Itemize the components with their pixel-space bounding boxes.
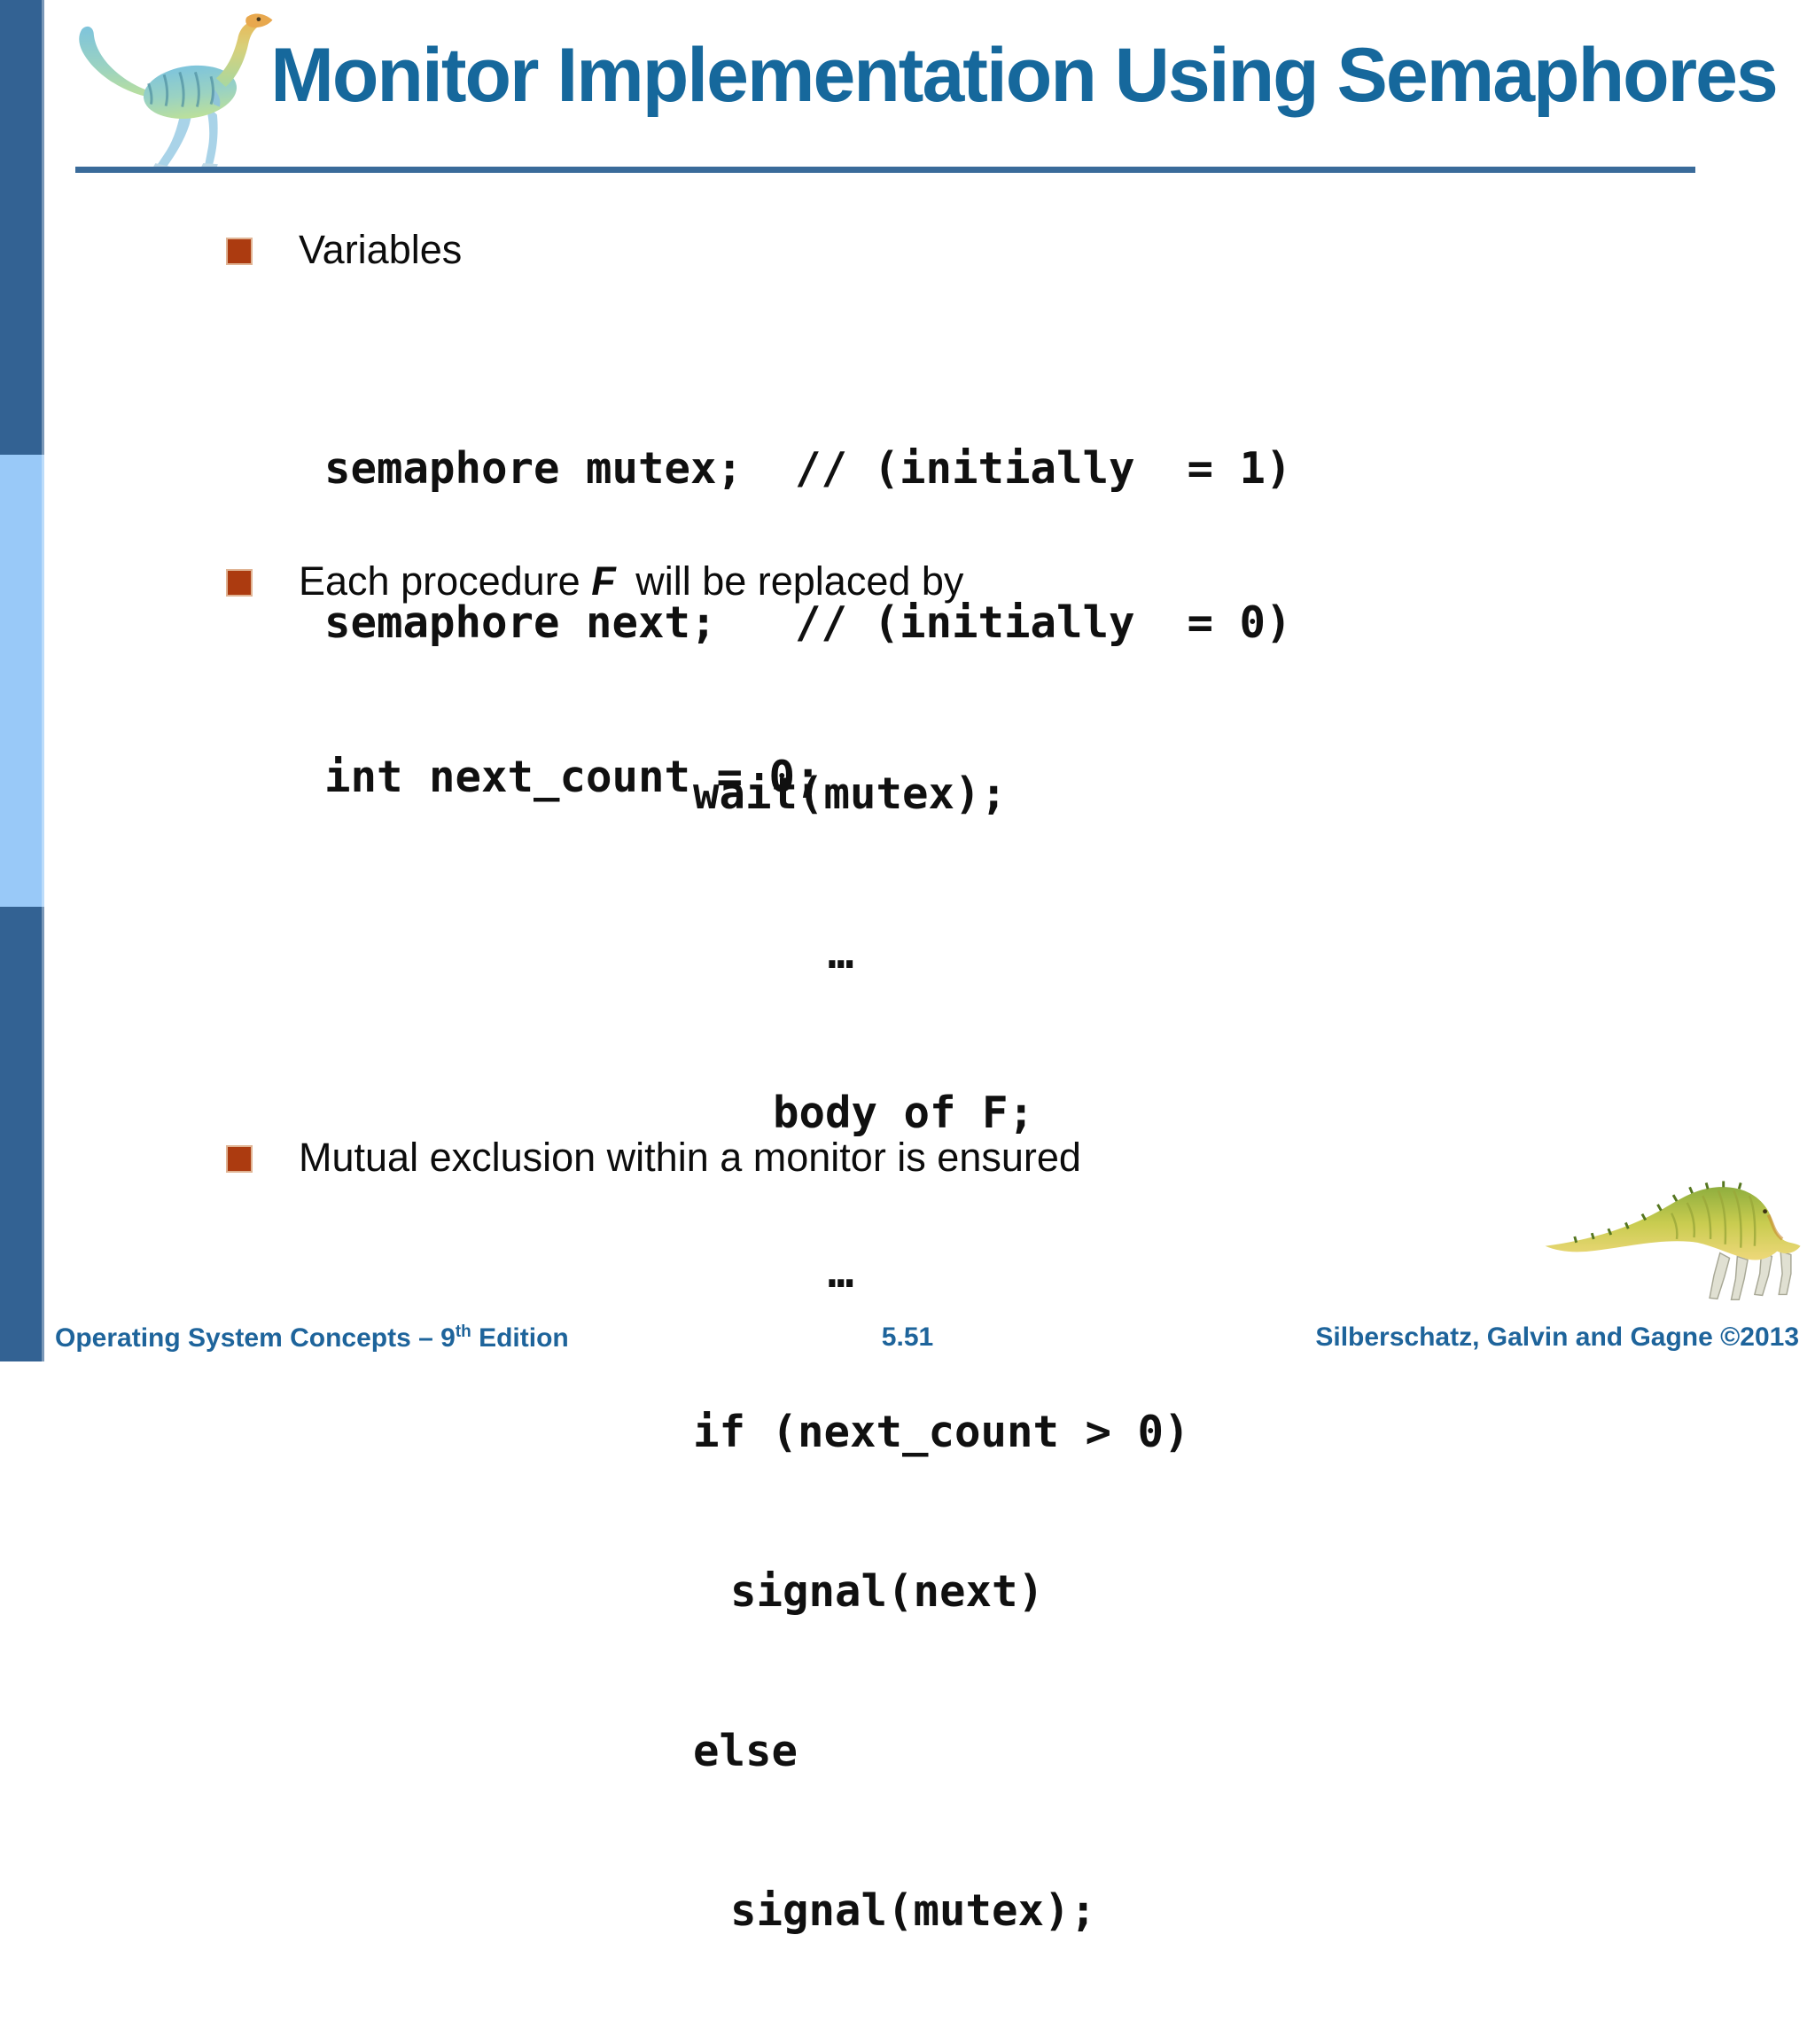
footer-edition-suffix: Edition [471,1323,569,1353]
code-line: wait(mutex); [693,768,1008,819]
bullet-mutual-exclusion-label: Mutual exclusion within a monitor is ens… [299,1135,1081,1180]
code-line: else [693,1726,798,1776]
code-line: semaphore mutex; // (initially = 1) [324,443,1292,494]
bullet-each-procedure: Each procedure F will be replaced by [226,555,963,609]
bullet2-emphasis-F: F [591,558,616,604]
sidebar [0,0,44,1361]
code-block-procedure-body: wait(mutex); … body of F; … if (next_cou… [693,661,1190,2044]
code-line: if (next_count > 0) [693,1407,1190,1457]
bullet-square-icon [226,1145,253,1173]
bullet2-prefix: Each procedure [299,558,592,604]
footer-authors: Silberschatz, Galvin and Gagne ©2013 [1315,1322,1799,1352]
footer-book-text: Operating System Concepts – 9 [55,1323,456,1353]
bullet-square-icon [226,238,253,265]
sidebar-segment-dark-top [0,0,44,455]
dinosaur-logo-icon [79,13,273,170]
title-underline [75,167,1695,173]
footer-page-number: 5.51 [881,1322,934,1352]
code-block-variables: semaphore mutex; // (initially = 1) sema… [324,340,1292,906]
bullet-mutual-exclusion: Mutual exclusion within a monitor is ens… [226,1131,1081,1185]
dinosaur-grazing-icon [1545,1181,1801,1301]
bullet-variables-label: Variables [299,227,463,272]
slide: Monitor Implementation Using Semaphores … [0,0,1801,1936]
code-line: int next_count = 0; [324,752,822,802]
code-line-ellipsis: … [828,928,854,979]
footer-book-title: Operating System Concepts – 9th Edition [55,1322,569,1354]
bullet-variables: Variables [226,223,462,277]
code-line: signal(mutex); [730,1885,1097,1936]
code-line: body of F; [773,1088,1035,1138]
sidebar-segment-dark-bottom [0,907,44,1361]
bullet2-suffix: will be replaced by [624,558,964,604]
footer-edition-superscript: th [455,1322,471,1341]
sidebar-edge-highlight [42,0,44,1361]
code-line-ellipsis: … [828,1247,854,1298]
bullet-each-procedure-label: Each procedure F will be replaced by [299,555,963,609]
code-line: signal(next) [730,1566,1045,1617]
slide-title: Monitor Implementation Using Semaphores [270,33,1779,118]
sidebar-segment-light [0,455,44,907]
bullet-square-icon [226,569,253,597]
code-line: semaphore next; // (initially = 0) [324,597,1292,648]
